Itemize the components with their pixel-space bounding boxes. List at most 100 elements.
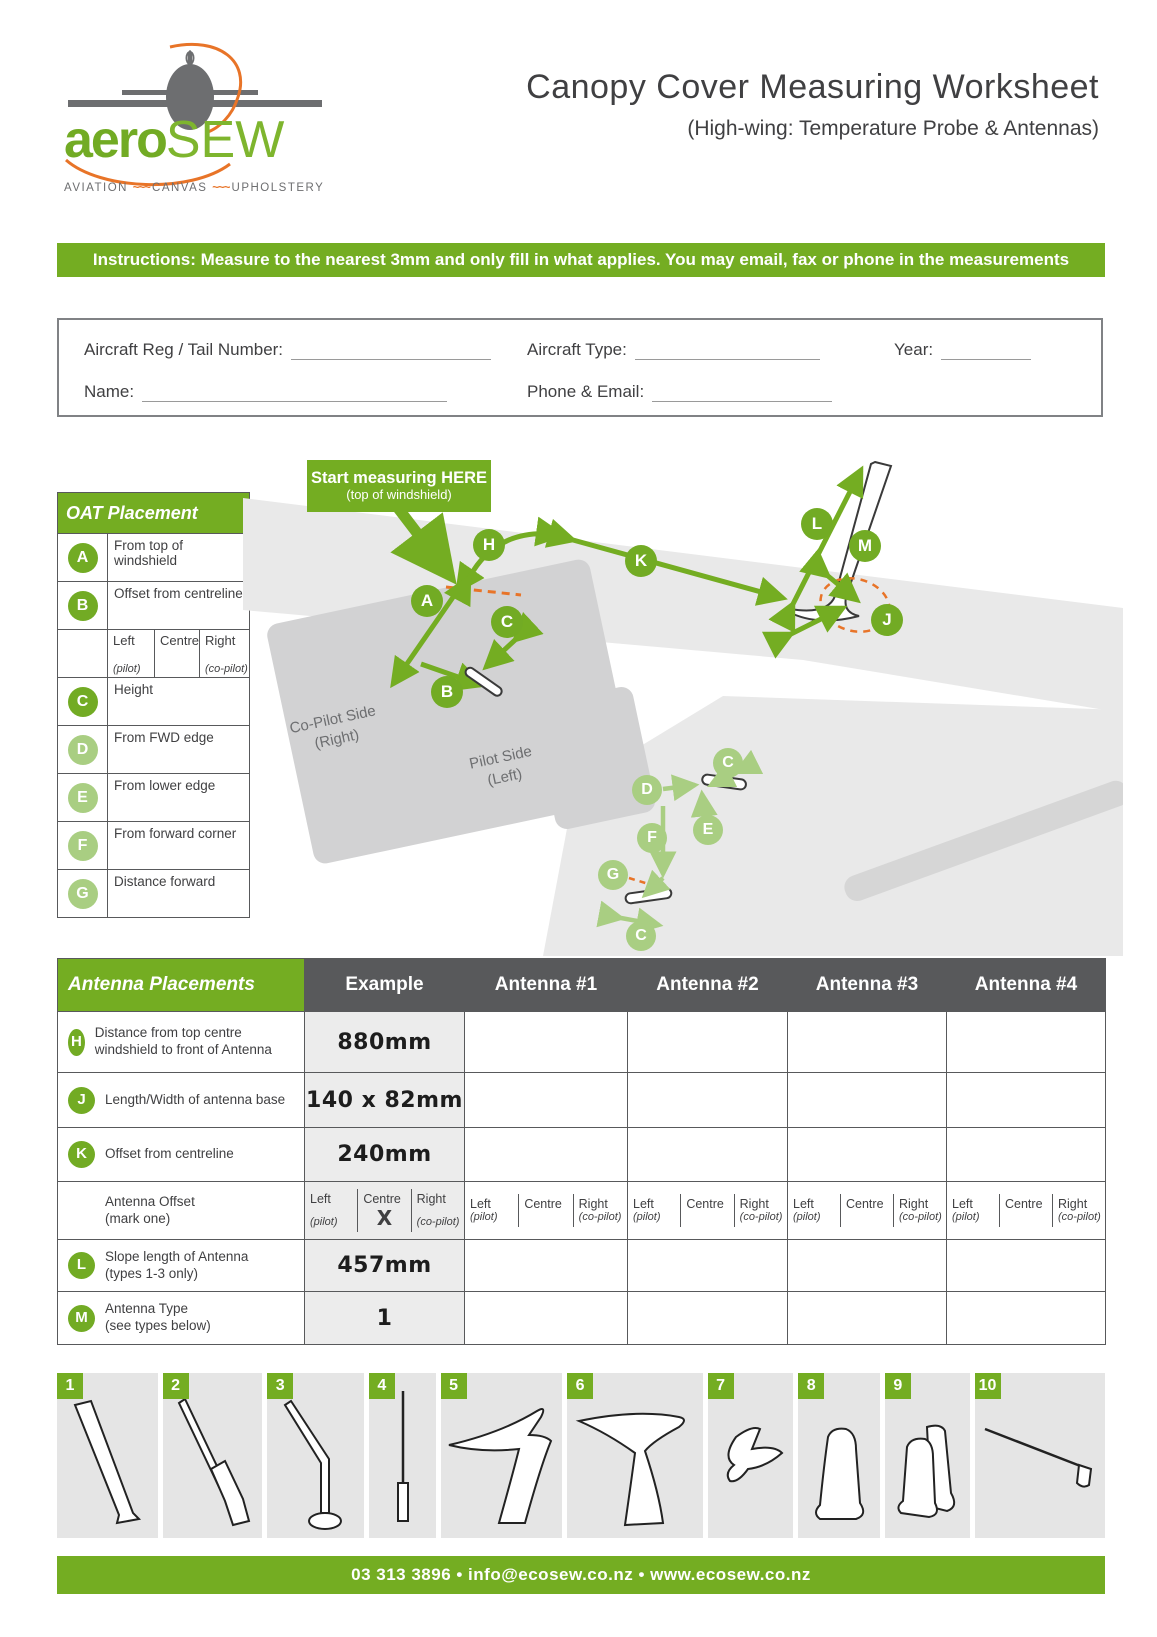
arrow-j1 <box>799 548 861 604</box>
antenna3-l-cell[interactable] <box>787 1239 947 1292</box>
year-input[interactable] <box>941 341 1032 360</box>
diagram-marker-b: B <box>431 676 463 708</box>
antenna2-m-cell[interactable] <box>627 1291 788 1345</box>
column-header-antenna1: Antenna #1 <box>464 958 628 1012</box>
oat-probe-top <box>464 666 503 697</box>
example-j-value: 140 x 82mm <box>304 1072 465 1128</box>
antenna-type-4-icon <box>396 1391 409 1522</box>
aerosew-logo: aeroSEW AVIATION ~~~ CANVAS ~~~ UPHOLSTE… <box>60 42 330 207</box>
column-header-antenna2: Antenna #2 <box>627 958 788 1012</box>
diagram-marker-c-top: C <box>491 606 523 638</box>
brand-wordmark: aeroSEW <box>64 110 284 170</box>
airplane-logo-icon <box>65 42 322 186</box>
arrow-b <box>420 661 486 691</box>
side-window-shape <box>533 687 656 829</box>
antenna1-m-cell[interactable] <box>464 1291 628 1345</box>
table-row: E From lower edge <box>58 773 249 821</box>
oat-left-option[interactable]: Left(pilot) <box>108 630 155 677</box>
phone-email-label: Phone & Email: <box>527 382 833 402</box>
antenna-type-5-icon <box>448 1408 552 1524</box>
diagram-marker-k: K <box>625 545 657 577</box>
antenna1-offset-right[interactable]: Right(co-pilot) <box>578 1197 622 1223</box>
page-title: Canopy Cover Measuring Worksheet <box>526 68 1099 106</box>
antenna1-k-cell[interactable] <box>464 1127 628 1182</box>
antenna4-h-cell[interactable] <box>946 1011 1106 1073</box>
antenna3-m-cell[interactable] <box>787 1291 947 1345</box>
marker-k-badge: K <box>68 1141 95 1168</box>
antenna2-j-cell[interactable] <box>627 1072 788 1128</box>
oat-right-option[interactable]: Right(co-pilot) <box>205 633 248 675</box>
marker-c-badge: C <box>67 686 98 717</box>
diagram-marker-j: J <box>871 604 903 636</box>
antenna1-h-cell[interactable] <box>464 1011 628 1073</box>
antenna1-offset-left[interactable]: Left(pilot) <box>465 1194 520 1227</box>
example-offset-mark: X <box>376 1206 393 1230</box>
antenna2-offset-right[interactable]: Right(co-pilot) <box>739 1197 783 1223</box>
table-row-m: M Antenna Type (see types below) 1 <box>57 1291 1106 1345</box>
antenna-type-6-icon <box>575 1412 686 1527</box>
table-row-l: L Slope length of Antenna (types 1-3 onl… <box>57 1239 1106 1292</box>
antenna2-offset-centre[interactable]: Centre <box>681 1194 735 1227</box>
phone-email-input[interactable] <box>652 383 833 402</box>
antenna-type-5: 5 <box>440 1373 563 1538</box>
antenna4-offset-left[interactable]: Left(pilot) <box>947 1194 1000 1227</box>
antenna-type-3: 3 <box>267 1373 364 1538</box>
oat-offset-subheader-row: Left(pilot) Centre Right(co-pilot) <box>58 629 249 677</box>
antenna4-offset-centre[interactable]: Centre <box>1000 1194 1053 1227</box>
antenna3-h-cell[interactable] <box>787 1011 947 1073</box>
antenna2-k-cell[interactable] <box>627 1127 788 1182</box>
antenna3-j-cell[interactable] <box>787 1072 947 1128</box>
antenna2-h-cell[interactable] <box>627 1011 788 1073</box>
marker-h-badge: H <box>68 1028 85 1056</box>
start-measuring-callout: Start measuring HERE (top of windshield) <box>307 460 491 512</box>
aircraft-type-label: Aircraft Type: <box>527 340 820 360</box>
diagram-marker-h: H <box>473 529 505 561</box>
marker-g-badge: G <box>67 878 98 909</box>
diagram-marker-f: F <box>637 823 667 853</box>
antenna1-l-cell[interactable] <box>464 1239 628 1292</box>
antenna-type-1-icon <box>73 1399 142 1525</box>
antenna2-l-cell[interactable] <box>627 1239 788 1292</box>
example-offset-left: Left(pilot) <box>305 1189 359 1232</box>
antenna3-offset-centre[interactable]: Centre <box>841 1194 894 1227</box>
antenna-type-6: 6 <box>567 1373 703 1538</box>
diagram-marker-d: D <box>632 775 662 805</box>
column-header-example: Example <box>304 958 465 1012</box>
antenna4-m-cell[interactable] <box>946 1291 1106 1345</box>
antenna3-offset-right[interactable]: Right(co-pilot) <box>899 1197 942 1223</box>
antenna4-offset-right[interactable]: Right(co-pilot) <box>1058 1197 1101 1223</box>
antenna-type-9-icon <box>897 1424 956 1519</box>
aircraft-reg-input[interactable] <box>291 341 492 360</box>
arrow-j2 <box>761 605 848 659</box>
diagram-marker-m: M <box>849 530 881 562</box>
name-input[interactable] <box>142 383 448 402</box>
name-label: Name: <box>84 382 448 402</box>
marker-b-badge: B <box>67 590 98 621</box>
brand-tagline: AVIATION ~~~ CANVAS ~~~ UPHOLSTERY <box>64 182 325 194</box>
arrow-c-top <box>482 611 544 671</box>
table-row: A From top of windshield <box>58 533 249 581</box>
antenna4-l-cell[interactable] <box>946 1239 1106 1292</box>
antenna2-offset-left[interactable]: Left(pilot) <box>628 1194 682 1227</box>
example-m-value: 1 <box>304 1291 465 1345</box>
antenna4-k-cell[interactable] <box>946 1127 1106 1182</box>
table-row: G Distance forward <box>58 869 249 917</box>
antenna1-j-cell[interactable] <box>464 1072 628 1128</box>
antenna3-offset-left[interactable]: Left(pilot) <box>788 1194 841 1227</box>
antenna4-j-cell[interactable] <box>946 1072 1106 1128</box>
instructions-banner: Instructions: Measure to the nearest 3mm… <box>57 243 1105 277</box>
brand-aero: aero <box>64 111 168 169</box>
marker-e-badge: E <box>67 782 98 813</box>
aircraft-type-input[interactable] <box>634 341 820 360</box>
footer-contact-bar: 03 313 3896 • info@ecosew.co.nz • www.ec… <box>57 1556 1105 1594</box>
antenna1-offset-centre[interactable]: Centre <box>519 1194 574 1227</box>
antenna-type-9: 9 <box>884 1373 970 1538</box>
marker-f-badge: F <box>67 830 98 861</box>
antenna3-k-cell[interactable] <box>787 1127 947 1182</box>
antenna-type-7-icon <box>726 1427 783 1483</box>
oat-centre-option[interactable]: Centre <box>155 630 200 677</box>
